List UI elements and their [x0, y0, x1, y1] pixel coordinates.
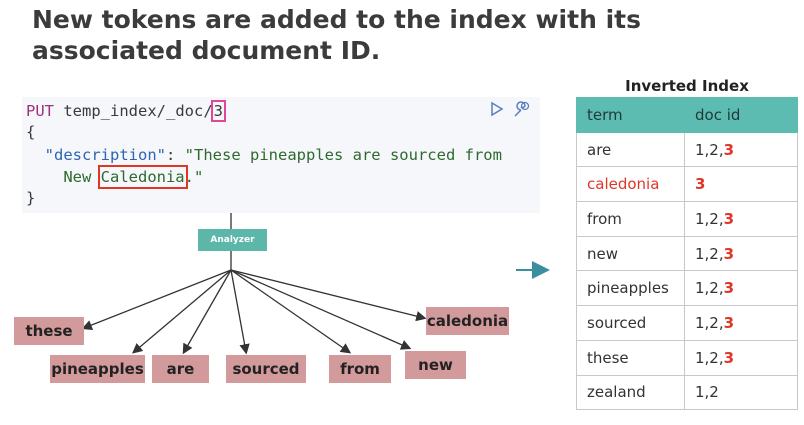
doc-id-cell: 1,2,3 [684, 201, 798, 237]
code-open-brace: { [26, 123, 36, 141]
slide-title: New tokens are added to the index with i… [32, 5, 641, 65]
existing-doc-ids: 1,2, [695, 313, 724, 332]
doc-id-cell: 1,2,3 [684, 270, 798, 307]
doc-id-highlight: 3 [210, 100, 227, 122]
new-doc-id: 3 [723, 209, 735, 228]
doc-id-cell: 3 [684, 166, 798, 203]
existing-doc-ids: 1,2, [695, 279, 724, 298]
column-header-doc-id: doc id [684, 97, 798, 133]
new-doc-id: 3 [723, 313, 735, 332]
token-from: from [329, 355, 391, 383]
table-header-row: term doc id [576, 97, 798, 133]
request-path: temp_index/_doc/ [63, 102, 213, 120]
json-key: "description" [44, 146, 166, 164]
term-cell: zealand [576, 374, 685, 411]
term-cell: caledonia [576, 166, 685, 203]
existing-doc-ids: 1,2, [695, 244, 724, 263]
json-colon: : [166, 146, 185, 164]
play-icon[interactable] [490, 101, 504, 126]
existing-doc-ids: 1,2 [695, 383, 719, 402]
doc-id-cell: 1,2,3 [684, 305, 798, 341]
new-doc-id: 3 [695, 175, 706, 194]
index-title: Inverted Index [625, 77, 749, 95]
doc-id-cell: 1,2,3 [684, 339, 798, 376]
doc-id-cell: 1,2,3 [684, 131, 798, 168]
doc-id-cell: 1,2,3 [684, 235, 798, 272]
token-caledonia: caledonia [426, 307, 509, 335]
new-doc-id: 3 [723, 279, 735, 298]
existing-doc-ids: 1,2, [695, 209, 724, 228]
term-cell: pineapples [576, 270, 685, 307]
json-value-end: ." [184, 168, 204, 186]
code-close-brace: } [26, 189, 36, 207]
column-header-term: term [576, 97, 685, 133]
term-cell: these [576, 339, 685, 376]
analyzer-box: Analyzer [198, 229, 267, 251]
wrench-icon[interactable] [512, 101, 530, 126]
code-line-description: "description": "These pineapples are sou… [26, 145, 502, 167]
json-value-new: New [63, 168, 101, 186]
code-block: PUT temp_index/_doc/3 { "description": "… [22, 97, 540, 213]
table-row: caledonia 3 [576, 166, 798, 203]
term-cell: from [576, 201, 685, 237]
code-line-request: PUT temp_index/_doc/3 [26, 100, 227, 123]
term-cell: new [576, 235, 685, 272]
token-new: new [405, 351, 466, 379]
new-doc-id: 3 [723, 348, 735, 367]
token-pineapples: pineapples [50, 355, 145, 383]
token-are: are [152, 355, 209, 383]
existing-doc-ids: 1,2, [695, 140, 724, 159]
existing-doc-ids: 1,2, [695, 348, 724, 367]
new-doc-id: 3 [723, 140, 735, 159]
http-method: PUT [26, 102, 54, 120]
table-row: zealand 1,2 [576, 374, 798, 411]
term-cell: are [576, 131, 685, 168]
code-line-continuation: New Caledonia." [26, 165, 204, 189]
token-sourced: sourced [226, 355, 306, 383]
caledonia-highlight: Caledonia [97, 165, 188, 189]
term-cell: sourced [576, 305, 685, 341]
token-these: these [14, 317, 84, 345]
doc-id-cell: 1,2 [684, 374, 798, 411]
json-value-start: "These pineapples are sourced from [184, 146, 502, 164]
new-doc-id: 3 [723, 244, 735, 263]
